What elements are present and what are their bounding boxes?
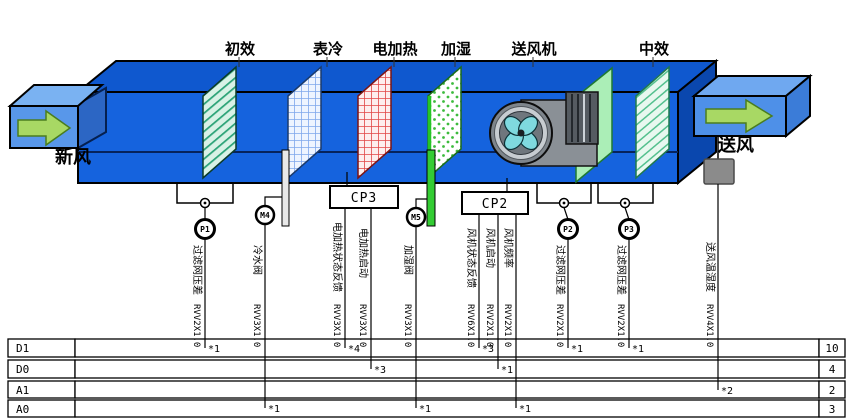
sensor-p1: P1	[194, 218, 216, 240]
signal-name: 电加热状态反馈	[331, 222, 344, 292]
signal-name: 风机启动	[484, 228, 497, 268]
mark-fan-freq: *1	[519, 404, 531, 415]
signal-cable: RVV3X1.0	[251, 304, 261, 347]
signal-marks: *1 *1 *4 *3 *1 *3 *1 *1 *1 *1 *2	[208, 344, 733, 415]
label-medium-filter: 中效	[639, 40, 670, 58]
fan-motor-box	[565, 91, 599, 145]
mark-heater-start: *3	[374, 365, 386, 376]
svg-text:CP3: CP3	[351, 191, 377, 206]
dp-switch-loop-2	[536, 184, 592, 220]
airflow-arrow-icon	[17, 109, 72, 147]
mark-p2: *1	[571, 344, 583, 355]
mark-heater-fb: *4	[348, 344, 360, 355]
controller-cp3: CP3	[329, 185, 399, 209]
row-label-a1: A1	[16, 384, 29, 397]
io-table: D1 D0 A1 A0 10 4 2 3	[7, 338, 846, 418]
row-label-d0: D0	[16, 363, 29, 376]
table-cell	[818, 399, 846, 418]
signal-name: 冷水阀	[251, 245, 264, 275]
signal-cable: RVV3X1.0	[331, 304, 341, 347]
sensor-m5: M5	[405, 206, 427, 228]
label-primary-filter: 初效	[225, 40, 256, 58]
signal-name: 风机频率	[502, 228, 515, 268]
airflow-arrow-icon	[705, 98, 774, 134]
chilled-water-pipe	[281, 149, 290, 227]
cooling-coil-panel	[287, 65, 322, 180]
humidifier-pipe	[426, 149, 436, 227]
signal-wires	[204, 184, 719, 408]
svg-text:P3: P3	[624, 225, 634, 234]
signal-name: 过滤网压差	[615, 245, 628, 295]
table-cell	[74, 380, 820, 399]
inlet-label: 新风	[55, 146, 91, 168]
signal-cable: RVV2X1.0	[615, 304, 625, 347]
signal-cable: RVV2X1.0	[484, 304, 494, 347]
svg-text:P1: P1	[200, 225, 210, 234]
medium-filter-panel	[635, 65, 670, 180]
fan-hub	[517, 129, 525, 137]
label-humidifier: 加湿	[440, 40, 471, 58]
supply-air-sensor-box	[703, 158, 735, 185]
mark-supply-sensor: *2	[721, 386, 733, 397]
label-cooling-coil: 表冷	[313, 40, 343, 58]
table-cell	[818, 338, 846, 358]
signal-cable: RVV2X1.0	[502, 304, 512, 347]
table-cell	[818, 359, 846, 379]
signal-cable: RVV6X1.0	[465, 304, 475, 347]
row-total-d1: 10	[825, 342, 838, 355]
unit-top-face	[75, 60, 719, 93]
signal-name: 加湿阀	[402, 245, 415, 275]
row-total-a1: 2	[829, 384, 836, 397]
mark-p1: *1	[208, 344, 220, 355]
valve-connector	[415, 198, 427, 208]
dp-switch-loop-1	[176, 184, 234, 220]
mark-fan-fb: *3	[482, 344, 494, 355]
dp-switch-loop-3	[597, 184, 654, 220]
table-cell	[74, 359, 820, 379]
fresh-air-duct	[7, 84, 107, 150]
svg-text:M4: M4	[260, 211, 270, 220]
supply-fan	[489, 66, 613, 184]
mark-m5: *1	[419, 404, 431, 415]
signal-cable: RVV2X1.0	[191, 304, 201, 347]
section-labels: 初效 表冷 电加热 加湿 送风机 中效	[225, 40, 670, 67]
signal-cable: RVV2X1.0	[554, 304, 564, 347]
sensor-p3: P3	[618, 218, 640, 240]
svg-text:CP2: CP2	[482, 197, 508, 212]
sensor-m4: M4	[254, 204, 276, 226]
label-supply-fan: 送风机	[510, 40, 556, 58]
signal-name: 过滤网压差	[554, 245, 567, 295]
mark-m4: *1	[268, 404, 280, 415]
supply-air-duct	[691, 73, 813, 139]
electric-heater-panel	[357, 65, 392, 180]
row-label-d1: D1	[16, 342, 29, 355]
valve-connector	[264, 196, 282, 206]
controller-cp2: CP2	[461, 191, 529, 215]
svg-text:M5: M5	[411, 213, 421, 222]
row-label-a0: A0	[16, 403, 29, 416]
table-cell	[818, 380, 846, 399]
signal-cable: RVV3X1.0	[357, 304, 367, 347]
ahu-unit	[75, 58, 719, 186]
mark-fan-start: *1	[501, 365, 513, 376]
row-total-d0: 4	[829, 363, 836, 376]
outlet-label: 送风	[717, 134, 754, 156]
row-total-a0: 3	[829, 403, 836, 416]
table-cell	[74, 399, 820, 418]
signal-name: 电加热启动	[357, 228, 370, 278]
signal-name: 过滤网压差	[191, 245, 204, 295]
signal-cable: RVV3X1.0	[402, 304, 412, 347]
sensor-p2: P2	[557, 218, 579, 240]
signal-labels: 过滤网压差 RVV2X1.0 冷水阀 RVV3X1.0 电加热状态反馈 RVV3…	[191, 222, 717, 347]
signal-name: 风机状态反馈	[465, 228, 478, 288]
signal-name: 送风温湿度	[704, 242, 717, 292]
svg-text:P2: P2	[563, 225, 573, 234]
signal-cable: RVV4X1.0	[704, 304, 714, 347]
primary-filter-panel	[202, 65, 237, 180]
label-electric-heater: 电加热	[372, 40, 417, 58]
mark-p3: *1	[632, 344, 644, 355]
